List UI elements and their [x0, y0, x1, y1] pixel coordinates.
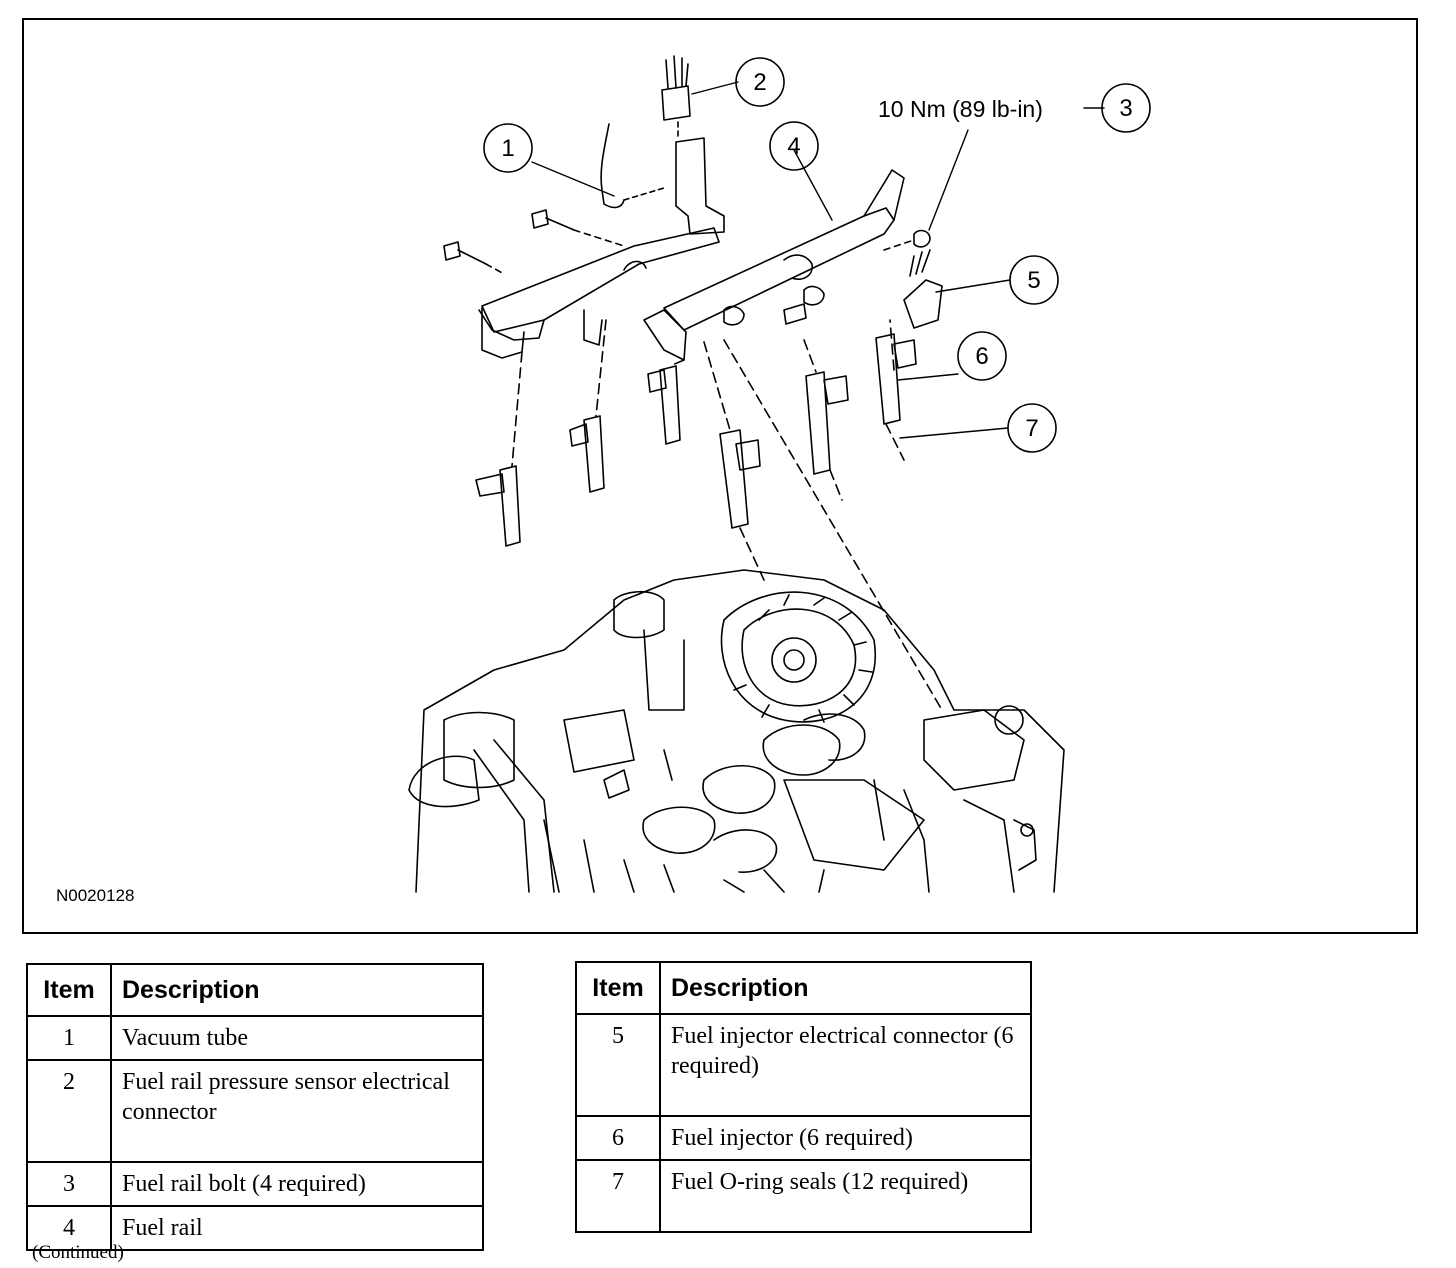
item-description: Fuel rail pressure sensor electrical con… — [110, 1059, 484, 1163]
table-header-row: Item Description — [575, 961, 1032, 1015]
continued-note: (Continued) — [32, 1242, 124, 1263]
callout-4-label: 4 — [787, 133, 800, 160]
fuel-rail-right — [643, 169, 905, 361]
item-description: Fuel rail — [110, 1205, 484, 1251]
column-header-description: Description — [659, 961, 1032, 1015]
item-number: 4 — [26, 1205, 112, 1251]
item-number: 7 — [575, 1159, 661, 1233]
item-description: Fuel rail bolt (4 required) — [110, 1161, 484, 1207]
legend-table-right: Item Description 5 Fuel injector electri… — [575, 961, 1032, 1233]
callout-2-label: 2 — [753, 69, 766, 96]
fuel-rail-bolts — [443, 209, 931, 325]
table-row: 7 Fuel O-ring seals (12 required) — [575, 1159, 1032, 1233]
callout-4-circle — [769, 121, 819, 171]
table-row: 4 Fuel rail — [26, 1205, 484, 1251]
vacuum-tube — [600, 123, 665, 209]
item-number: 6 — [575, 1115, 661, 1161]
callout-7-label: 7 — [1025, 415, 1038, 442]
callout-5-circle — [1009, 255, 1059, 305]
table-header-row: Item Description — [26, 963, 484, 1017]
figure-code: N0020128 — [56, 886, 135, 905]
item-description: Fuel O-ring seals (12 required) — [659, 1159, 1032, 1233]
callout-6-circle — [957, 331, 1007, 381]
column-header-item: Item — [575, 961, 661, 1015]
exploded-view-figure: 1 2 3 4 5 6 7 10 Nm (89 lb-in) N0020128 — [22, 18, 1418, 934]
callout-3-label: 3 — [1119, 95, 1132, 122]
column-header-item: Item — [26, 963, 112, 1017]
callout-circles — [483, 57, 1151, 453]
callout-6-label: 6 — [975, 343, 988, 370]
item-number: 1 — [26, 1015, 112, 1061]
pressure-sensor — [661, 55, 725, 235]
table-row: 5 Fuel injector electrical connector (6 … — [575, 1013, 1032, 1117]
callout-2-circle — [735, 57, 785, 107]
column-header-description: Description — [110, 963, 484, 1017]
item-number: 3 — [26, 1161, 112, 1207]
assembly-lines — [511, 319, 943, 711]
fuel-rail-left — [478, 227, 720, 359]
legend-table-left: Item Description 1 Vacuum tube 2 Fuel ra… — [26, 963, 484, 1251]
leader-lines — [531, 81, 1105, 439]
item-description: Vacuum tube — [110, 1015, 484, 1061]
table-row: 6 Fuel injector (6 required) — [575, 1115, 1032, 1161]
item-description: Fuel injector electrical connector (6 re… — [659, 1013, 1032, 1117]
table-row: 2 Fuel rail pressure sensor electrical c… — [26, 1059, 484, 1163]
item-number: 5 — [575, 1013, 661, 1117]
table-row: 3 Fuel rail bolt (4 required) — [26, 1161, 484, 1207]
callout-1-circle — [483, 123, 533, 173]
callout-7-circle — [1007, 403, 1057, 453]
table-row: 1 Vacuum tube — [26, 1015, 484, 1061]
callout-5-label: 5 — [1027, 267, 1040, 294]
fuel-rail-diagram: 1 2 3 4 5 6 7 10 Nm (89 lb-in) — [408, 55, 1151, 893]
item-description: Fuel injector (6 required) — [659, 1115, 1032, 1161]
engine-block-drawing — [408, 569, 1065, 893]
item-number: 2 — [26, 1059, 112, 1163]
callout-1-label: 1 — [501, 135, 514, 162]
callout-3-circle — [1101, 83, 1151, 133]
fuel-injectors — [475, 249, 943, 547]
torque-spec-label: 10 Nm (89 lb-in) — [878, 96, 1043, 122]
